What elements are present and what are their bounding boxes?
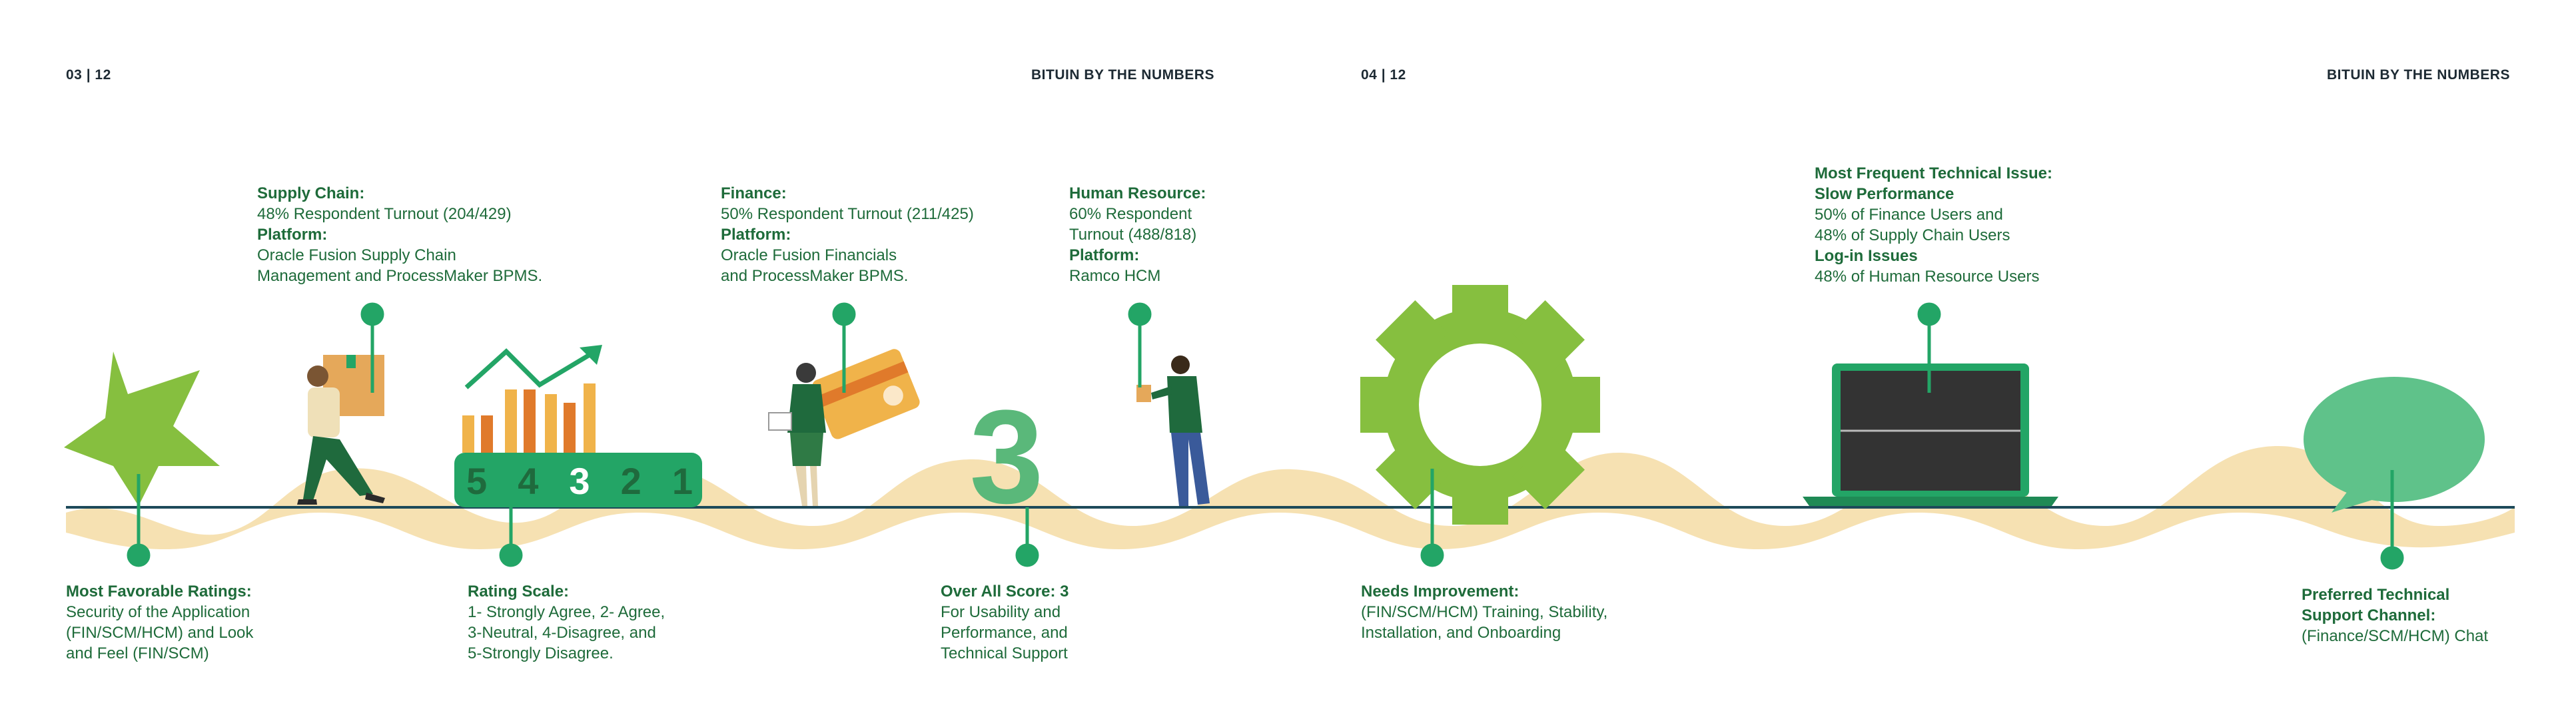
note-line: 5-Strongly Disagree. xyxy=(468,644,614,662)
timeline-markers xyxy=(127,302,2404,570)
note-line: Technical Support xyxy=(941,644,1068,662)
page-header-left: BITUIN BY THE NUMBERS xyxy=(1031,67,1214,83)
note-line: 48% of Human Resource Users xyxy=(1815,268,2040,286)
note-line: 50% of Finance Users and xyxy=(1815,206,2003,224)
note-subtitle: Slow Performance xyxy=(1815,185,1954,203)
note-finance: Finance: 50% Respondent Turnout (211/425… xyxy=(721,183,974,286)
note-subtitle: Platform: xyxy=(257,226,328,244)
page-header-right: BITUIN BY THE NUMBERS xyxy=(2327,67,2510,83)
note-line: Turnout (488/818) xyxy=(1069,226,1197,244)
note-line: (FIN/SCM/HCM) Training, Stability, xyxy=(1361,603,1608,621)
note-title: Finance: xyxy=(721,184,787,202)
rating-scale-pill xyxy=(454,453,702,507)
rating-digit-2: 2 xyxy=(620,459,642,502)
note-line: 48% Respondent Turnout (204/429) xyxy=(257,205,512,223)
supply-chain-figure-icon xyxy=(297,355,385,505)
star-icon xyxy=(64,352,220,506)
rating-digit-4: 4 xyxy=(518,459,539,502)
note-title: Supply Chain: xyxy=(257,184,365,202)
chat-bubble-icon xyxy=(2304,377,2485,513)
bar-chart-icon xyxy=(462,345,602,453)
sand-wave xyxy=(66,446,2515,549)
note-subtitle: Platform: xyxy=(721,226,791,244)
score-number-graphic: 3 xyxy=(969,383,1043,531)
note-line: 60% Respondent xyxy=(1069,205,1192,223)
note-human-resource: Human Resource: 60% Respondent Turnout (… xyxy=(1069,183,1206,286)
note-needs-improvement: Needs Improvement: (FIN/SCM/HCM) Trainin… xyxy=(1361,581,1607,643)
note-subtitle: Platform: xyxy=(1069,246,1140,264)
note-line: 1- Strongly Agree, 2- Agree, xyxy=(468,603,665,621)
note-favorable-ratings: Most Favorable Ratings: Security of the … xyxy=(66,581,253,664)
note-line: 3-Neutral, 4-Disagree, and xyxy=(468,624,656,642)
note-line: and ProcessMaker BPMS. xyxy=(721,267,909,285)
note-line: Performance, and xyxy=(941,624,1068,642)
note-title: Preferred Technical xyxy=(2302,586,2450,604)
note-line: Management and ProcessMaker BPMS. xyxy=(257,267,543,285)
note-line: and Feel (FIN/SCM) xyxy=(66,644,209,662)
note-title: Rating Scale: xyxy=(468,583,570,600)
note-line: 50% Respondent Turnout (211/425) xyxy=(721,205,974,223)
note-line: Oracle Fusion Supply Chain xyxy=(257,246,456,264)
note-title: Support Channel: xyxy=(2302,606,2436,624)
note-supply-chain: Supply Chain: 48% Respondent Turnout (20… xyxy=(257,183,542,286)
note-title: Over All Score: 3 xyxy=(941,583,1069,600)
note-line: (Finance/SCM/HCM) Chat xyxy=(2302,627,2489,645)
note-support-channel: Preferred Technical Support Channel: (Fi… xyxy=(2302,585,2488,646)
note-title: Human Resource: xyxy=(1069,184,1206,202)
note-subtitle: Log-in Issues xyxy=(1815,247,1918,265)
note-line: Ramco HCM xyxy=(1069,267,1161,285)
note-line: For Usability and xyxy=(941,603,1061,621)
note-line: Security of the Application xyxy=(66,603,250,621)
note-line: Installation, and Onboarding xyxy=(1361,624,1561,642)
gear-icon xyxy=(1360,285,1600,525)
note-technical-issue: Most Frequent Technical Issue: Slow Perf… xyxy=(1815,163,2052,287)
page-number-right: 04 | 12 xyxy=(1361,67,1406,83)
rating-scale-digits: 5 4 3 2 1 xyxy=(466,459,693,502)
note-line: 48% of Supply Chain Users xyxy=(1815,226,2010,244)
note-rating-scale: Rating Scale: 1- Strongly Agree, 2- Agre… xyxy=(468,581,665,664)
note-title: Needs Improvement: xyxy=(1361,583,1519,600)
rating-digit-1: 1 xyxy=(671,459,693,502)
rating-digit-3: 3 xyxy=(569,459,590,502)
note-line: Oracle Fusion Financials xyxy=(721,246,897,264)
note-title: Most Favorable Ratings: xyxy=(66,583,252,600)
finance-figure-icon xyxy=(768,349,920,506)
note-title: Most Frequent Technical Issue: xyxy=(1815,164,2052,182)
note-line: (FIN/SCM/HCM) and Look xyxy=(66,624,254,642)
page-number-left: 03 | 12 xyxy=(66,67,111,83)
hr-figure-icon xyxy=(1136,356,1210,506)
rating-digit-5: 5 xyxy=(466,459,488,502)
note-overall-score: Over All Score: 3 For Usability and Perf… xyxy=(941,581,1069,664)
